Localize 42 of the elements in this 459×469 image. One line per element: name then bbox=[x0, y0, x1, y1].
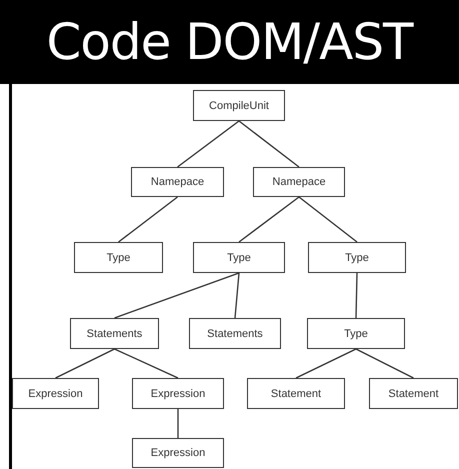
node-label: Type bbox=[344, 328, 368, 340]
node-label: Expression bbox=[150, 447, 206, 459]
tree-node-box bbox=[193, 242, 285, 273]
tree-node-box bbox=[74, 242, 163, 273]
node-label: CompileUnit bbox=[209, 100, 269, 112]
connector-line bbox=[177, 409, 179, 438]
node-label: Expression bbox=[28, 388, 83, 400]
tree-node-box bbox=[253, 167, 345, 197]
tree-node-box bbox=[308, 242, 406, 273]
connector-line bbox=[355, 272, 358, 318]
connector-line bbox=[356, 348, 414, 379]
tree-node-box bbox=[189, 318, 281, 349]
node-label: Type bbox=[227, 252, 251, 264]
tree-node-box bbox=[132, 438, 224, 468]
connector-line bbox=[55, 348, 115, 379]
node-label: Namepace bbox=[272, 176, 326, 188]
title: Code DOM/AST bbox=[46, 13, 413, 71]
node-label: Type bbox=[106, 252, 130, 264]
tree-node-box bbox=[193, 90, 285, 121]
connector-line bbox=[298, 196, 358, 243]
tree-node-box bbox=[70, 318, 159, 349]
node-label: Namepace bbox=[150, 176, 204, 188]
tree-node-box bbox=[247, 378, 345, 409]
tree-node-box bbox=[369, 378, 458, 409]
tree-node-box bbox=[307, 318, 405, 349]
node-label: Statements bbox=[86, 328, 142, 340]
tree-node-box bbox=[132, 378, 224, 409]
connector-line bbox=[177, 120, 240, 168]
node-label: Expression bbox=[150, 388, 206, 400]
node-label: Statement bbox=[270, 388, 322, 400]
connector-line bbox=[238, 196, 300, 243]
connector-line bbox=[296, 348, 356, 379]
node-label: Statement bbox=[388, 388, 439, 400]
connector-line bbox=[238, 120, 300, 168]
node-label: Type bbox=[345, 252, 369, 264]
connector-line bbox=[114, 272, 240, 319]
connector-line bbox=[118, 196, 178, 243]
tree-node-box bbox=[131, 167, 224, 197]
tree-node-box bbox=[12, 378, 99, 409]
connector-line bbox=[234, 272, 240, 318]
connector-line bbox=[114, 348, 178, 379]
node-label: Statements bbox=[207, 328, 263, 340]
